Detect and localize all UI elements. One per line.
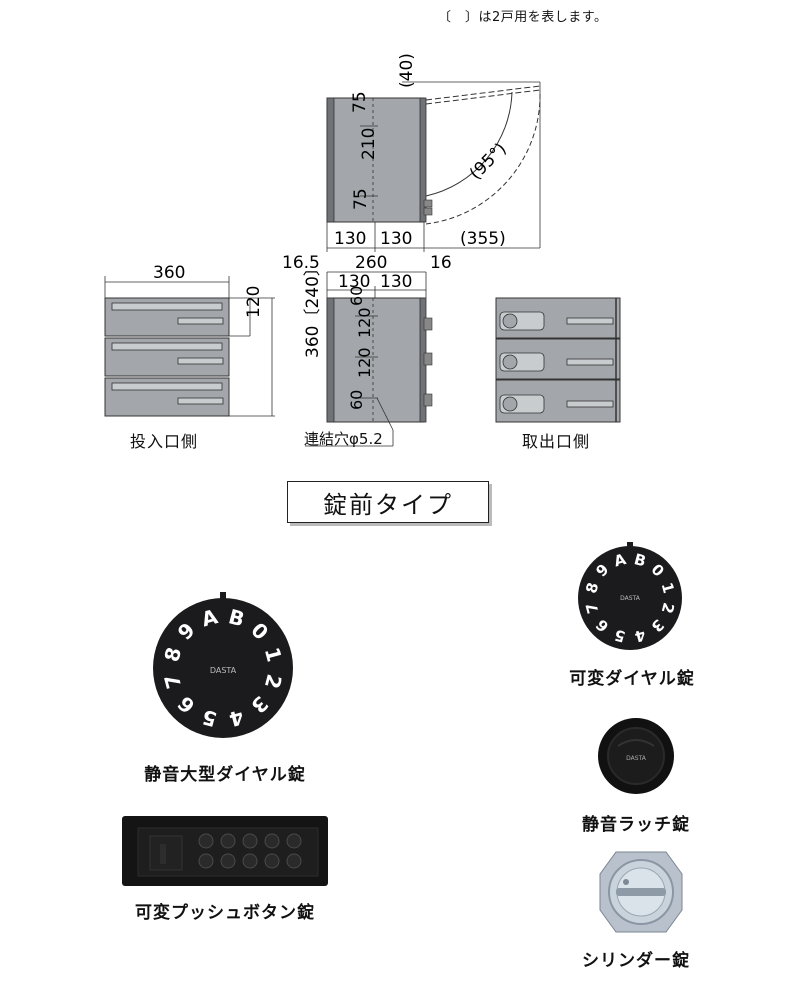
push-button-label: 可変プッシュボタン錠 [135,903,315,923]
dim-16-5: 16.5 [282,253,320,273]
push-button-key [242,833,258,849]
dim-355: (355) [460,229,506,249]
dial-large-glyph: 5 [200,705,220,732]
back-view [495,297,621,423]
dial-variable-glyph: B [632,550,648,570]
front-caption: 投入口側 [130,432,199,451]
push-button-lock-image [122,816,328,886]
dim-16: 16 [430,253,452,273]
dial-large-glyph: 4 [227,705,247,732]
latch-brand: DASTA [626,755,647,762]
cylinder-label: シリンダー錠 [582,951,690,971]
dial-large-glyph: 7 [159,672,186,692]
latch-lock-image: DASTA [598,718,674,794]
note-text: 〔 〕は2戸用を表します。 [438,10,608,25]
dim-360-height: 360〔240〕 [303,259,323,358]
dial-variable-glyph: 5 [613,626,628,646]
dim-75b: 75 [351,188,371,210]
dial-variable-glyph: 2 [658,601,678,616]
dial-variable-glyph: 1 [658,581,678,596]
angle-95: (95°) [466,139,511,184]
dial-large-brand: DASTA [210,666,237,675]
dial-variable-brand: DASTA [620,595,641,602]
dim-210: 210 [359,128,379,160]
dim-mid-130a: 130 [338,272,370,292]
push-button-key [220,833,236,849]
middle-view [305,271,433,447]
dim-260: 260 [355,253,387,273]
dial-large-glyph: B [226,604,247,631]
dim-75a: 75 [350,91,370,113]
dim-120: 120 [244,286,264,318]
latch-label: 静音ラッチ錠 [582,815,690,835]
dim-120b: 120 [355,347,374,378]
hole-callout: 連結穴φ5.2 [304,430,383,448]
dim-40: (40) [397,53,417,88]
dim-60a: 60 [347,286,366,306]
dial-large-label: 静音大型ダイヤル錠 [144,765,306,785]
cylinder-lock-image [599,851,683,933]
push-button-key [220,853,236,869]
front-view [104,276,275,417]
dim-130a: 130 [334,229,366,249]
dial-variable-glyph: 8 [582,581,602,596]
dim-360-width: 360 [153,263,185,283]
dim-130b: 130 [380,229,412,249]
dial-variable-glyph: 4 [633,626,648,646]
push-button-key [286,833,302,849]
dim-mid-130b: 130 [380,272,412,292]
technical-drawing: (40) 75 210 75 130 130 (355) (95°) 360 1… [104,53,621,447]
push-button-key [264,853,280,869]
push-button-key [198,853,214,869]
side-view [326,81,541,252]
back-caption: 取出口側 [522,432,591,451]
push-button-key [242,853,258,869]
dial-variable-glyph: 7 [582,601,602,616]
push-button-key [264,833,280,849]
push-button-key [286,853,302,869]
dial-large-glyph: A [199,604,221,631]
push-button-key [198,833,214,849]
section-title: 錠前タイプ [287,481,489,523]
dial-large-glyph: 8 [159,645,186,665]
dial-large-glyph: 1 [260,645,287,665]
dial-variable-label: 可変ダイヤル錠 [569,669,695,689]
dial-large-glyph: 2 [260,672,287,692]
dial-variable-glyph: A [612,550,628,570]
dim-60b: 60 [347,390,366,410]
dim-120a: 120 [355,307,374,338]
